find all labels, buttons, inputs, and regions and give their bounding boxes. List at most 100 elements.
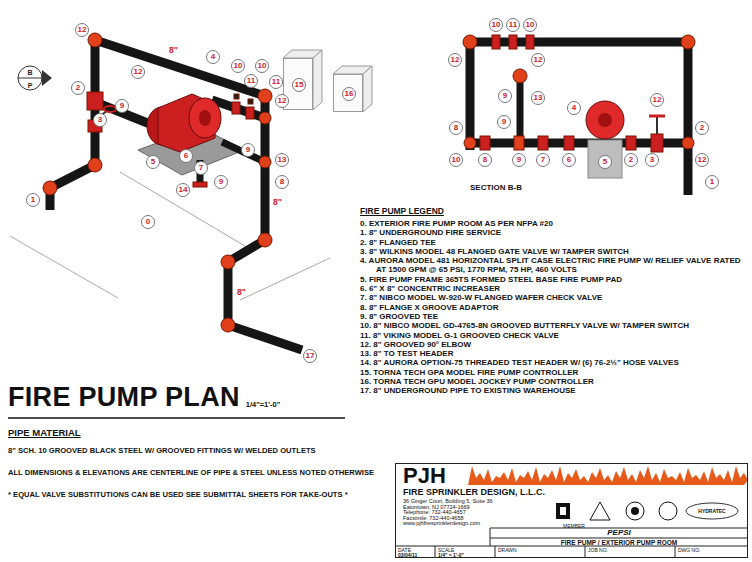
callout-number: 11 (244, 74, 258, 88)
plan-fittings (221, 255, 235, 269)
title-block-grid (490, 528, 491, 546)
legend-entry: 13. 8" TO TEST HEADER (360, 349, 453, 358)
callout-number: 5 (146, 155, 160, 169)
callout-number: 3 (645, 153, 659, 167)
plan-piping (222, 142, 265, 162)
legend-entry: 4. AURORA MODEL 481 HORIZONTAL SPLIT CAS… (360, 256, 746, 275)
callout-number: 11 (269, 75, 283, 89)
section-fittings (538, 136, 548, 150)
section-marker (42, 70, 52, 86)
pipe-note: * EQUAL VALVE SUBSTITUTIONS CAN BE USED … (8, 491, 348, 499)
fire-pump (147, 94, 221, 152)
callout-number: 11 (506, 18, 520, 32)
legend-entry: 7. 8" NIBCO MODEL W-920-W FLANGED WAFER … (360, 293, 602, 302)
legend-entry: 15. TORNA TECH GPA MODEL FIRE PUMP CONTR… (360, 368, 578, 377)
section-fittings (526, 35, 534, 49)
title-block-value: 1/4" = 1'-0" (438, 553, 464, 558)
flame-banner (468, 466, 748, 485)
callout-number: 13 (275, 153, 289, 167)
pipe-note: ALL DIMENSIONS & ELEVATIONS ARE CENTERLI… (8, 469, 374, 477)
title-rule (8, 417, 345, 419)
plan-piping (50, 40, 302, 350)
section-title: SECTION B-B (470, 184, 522, 192)
logos (590, 502, 610, 520)
section-fittings (509, 35, 517, 49)
section-fittings (651, 134, 663, 152)
pipe-size: 8" (272, 198, 283, 207)
section-pump (598, 113, 612, 127)
plan-fittings (43, 33, 272, 332)
plan-fittings (88, 158, 102, 172)
callout-number: 12 (695, 153, 709, 167)
section-fittings (464, 137, 476, 149)
section-marker (18, 66, 52, 90)
section-fittings (649, 115, 665, 118)
title-block-field: DWG NO. (678, 548, 701, 553)
legend-heading: FIRE PUMP LEGEND (360, 207, 444, 216)
controller-faces (363, 66, 372, 112)
plan-fittings (43, 181, 57, 195)
callout-number: 6 (179, 149, 193, 163)
logos (626, 502, 644, 520)
section-fittings (626, 136, 636, 150)
callout-number: 9 (241, 143, 255, 157)
fire-pump (199, 110, 211, 126)
section-marker (18, 66, 42, 90)
controller-faces (313, 50, 322, 110)
callout-number: 12 (650, 93, 664, 107)
plan-fittings (221, 318, 235, 332)
legend-entry: 6. 6" X 8" CONCENTRIC INCREASER (360, 284, 500, 293)
legend-entry: 1. 8" UNDERGROUND FIRE SERVICE (360, 228, 501, 237)
pipe-note: 8" SCH. 10 GROOVED BLACK STEEL W/ GROOVE… (8, 447, 316, 455)
logos (659, 502, 677, 520)
legend-entry: 2. 8" FLANGED TEE (360, 238, 436, 247)
logos (560, 507, 566, 515)
firm-name: FIRE SPRINKLER DESIGN, L.L.C. (403, 488, 545, 497)
section-mark-letter: P (28, 82, 33, 89)
section-pump (586, 101, 624, 178)
callout-number: 12 (448, 53, 462, 67)
callout-number: 12 (275, 94, 289, 108)
section-fittings (681, 35, 695, 49)
logos (556, 503, 570, 519)
section-piping (470, 42, 688, 195)
firm-address: www.pjhfiresprinklerdesign.com (403, 521, 480, 527)
section-fittings (463, 35, 695, 152)
floor-lines (120, 172, 245, 246)
title-rule (8, 417, 345, 419)
section-fittings (514, 136, 524, 150)
plan-fittings (258, 233, 272, 247)
callout-number: 9 (498, 89, 512, 103)
callout-number: 10 (523, 18, 537, 32)
callout-number: 3 (93, 113, 107, 127)
callout-number: 14 (176, 183, 190, 197)
callout-number: 9 (497, 115, 511, 129)
floor-lines (10, 172, 330, 300)
plan-fittings (259, 112, 271, 124)
legend-entry: 5. FIRE PUMP FRAME 365TS FORMED STEEL BA… (360, 275, 622, 284)
callout-number: 7 (194, 161, 208, 175)
controller-faces (283, 50, 372, 112)
callout-number: 10 (231, 59, 245, 73)
callout-number: 2 (695, 121, 709, 135)
callout-number: 1 (26, 193, 40, 207)
legend-entry: 0. EXTERIOR FIRE PUMP ROOM AS PER NFPA #… (360, 219, 553, 228)
flame-banner (468, 466, 748, 485)
legend-entry: 11. 8" VIKING MODEL G-1 GROOVED CHECK VA… (360, 331, 559, 340)
section-pump (586, 101, 624, 139)
callout-number: 8 (478, 153, 492, 167)
plan-fittings (248, 99, 253, 104)
legend-entry: 14. 8" AURORA OPTION-75 THREADED TEST HE… (360, 358, 679, 367)
section-fittings (564, 136, 574, 150)
callout-number: 12 (75, 23, 89, 37)
fire-pump (189, 98, 221, 138)
legend-entry: 8. 8" FLANGE X GROOVE ADAPTOR (360, 303, 498, 312)
controller-box: 16 (333, 74, 363, 112)
notes-heading: PIPE MATERIAL (8, 428, 81, 438)
section-marker (18, 78, 42, 79)
title-block-field: DRAWN (498, 548, 517, 553)
callout-number: 8 (275, 175, 289, 189)
title-block-grid (585, 546, 586, 558)
section-mark-letter: B (27, 69, 32, 76)
floor-lines (240, 258, 330, 300)
